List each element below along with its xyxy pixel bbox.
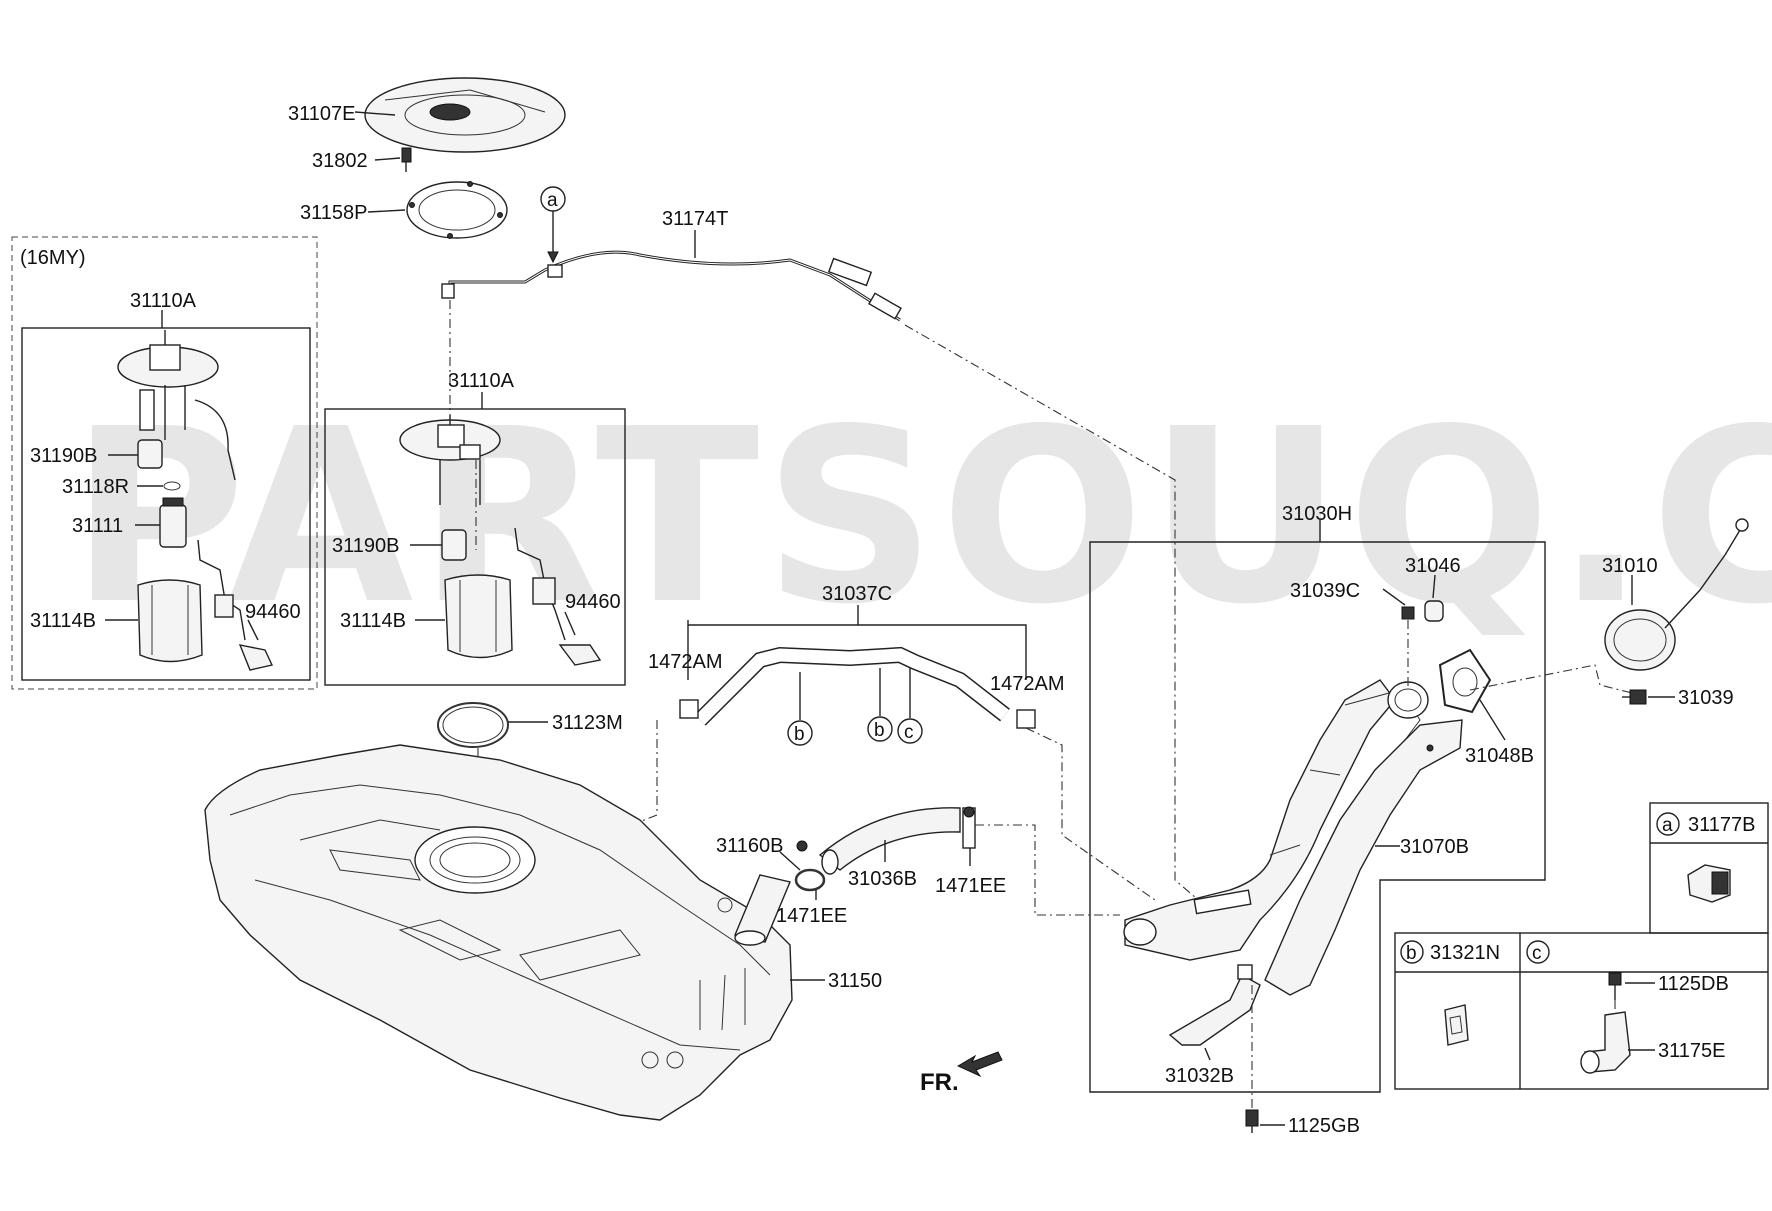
svg-text:c: c (1532, 943, 1542, 964)
label-1472AM-left: 1472AM (648, 651, 723, 673)
assembly-31110A-box (324, 408, 626, 686)
part-1471EE-left-clamp (794, 840, 826, 892)
label-31048B: 31048B (1465, 745, 1534, 767)
label-94460-right: 94460 (565, 591, 621, 613)
label-31111: 31111 (72, 515, 123, 537)
part-31321N-clip (1444, 1004, 1469, 1046)
callout-a-top: a (540, 186, 566, 264)
callout-c1: c (897, 668, 923, 744)
part-31039-screw (1622, 689, 1647, 705)
part-94460-left-sender (197, 539, 274, 671)
part-31175E-bracket (1580, 1011, 1631, 1074)
label-31123M: 31123M (552, 712, 623, 734)
label-31114B-left: 31114B (30, 610, 96, 632)
part-31802-bolt (401, 147, 412, 172)
part-31190B-left (137, 439, 163, 469)
label-31190B-left: 31190B (30, 445, 97, 467)
part-31030H-filler-neck (1123, 679, 1429, 961)
label-31160B: 31160B (716, 835, 783, 857)
label-31177B: 31177B (1688, 814, 1755, 836)
label-16MY: (16MY) (20, 247, 86, 269)
part-31048B-gasket (1438, 648, 1492, 714)
part-31158P-plate (406, 181, 508, 239)
part-1125GB-bolt (1245, 985, 1259, 1133)
label-31037C: 31037C (822, 583, 892, 605)
part-31160B-pipe (734, 874, 791, 946)
part-31110A-left-pump-module (117, 330, 236, 481)
label-1471EE-left: 1471EE (776, 905, 847, 927)
label-31150: 31150 (828, 970, 882, 992)
callout-b1: b (787, 672, 813, 746)
part-31107E-cover (364, 77, 566, 153)
part-31114B-left-reservoir (137, 579, 203, 663)
part-1472AM-left-clamp (679, 699, 699, 719)
label-31174T: 31174T (662, 208, 728, 230)
label-31010: 31010 (1602, 555, 1658, 577)
part-31177B-clip (1687, 864, 1731, 903)
part-31111-fuel-pump (159, 497, 187, 548)
svg-text:b: b (1406, 943, 1417, 964)
part-31070B-bracket (1264, 719, 1463, 996)
part-31123M-oring (437, 702, 509, 748)
part-31174T-fuel-line (441, 250, 902, 322)
label-31190B-right: 31190B (332, 535, 399, 557)
svg-text:a: a (1662, 815, 1673, 836)
label-31802: 31802 (312, 150, 368, 172)
label-94460-left: 94460 (245, 601, 301, 623)
label-31321N: 31321N (1430, 942, 1500, 964)
label-31110A-left: 31110A (130, 290, 197, 312)
legend-bc-box: b 31321N c 1125DB 31175E (1394, 932, 1769, 1090)
part-31036B-hose (818, 807, 961, 875)
part-31032B-bracket (1168, 964, 1261, 1046)
part-31190B-right (441, 529, 467, 561)
label-1472AM-right: 1472AM (990, 673, 1065, 695)
svg-text:c: c (904, 722, 914, 743)
label-31118R: 31118R (62, 476, 129, 498)
part-31037C-vent-hose (694, 646, 1010, 726)
svg-text:a: a (547, 190, 558, 211)
label-31046: 31046 (1405, 555, 1461, 577)
label-31039C: 31039C (1290, 580, 1360, 602)
label-1471EE-right: 1471EE (935, 875, 1006, 897)
label-31030H: 31030H (1282, 503, 1352, 525)
part-94460-right-sender (514, 527, 602, 666)
front-direction-label: FR. (920, 1069, 959, 1096)
label-31032B: 31032B (1165, 1065, 1234, 1087)
watermark: PARTSOUQ.COM (70, 377, 1772, 657)
label-31036B: 31036B (848, 868, 917, 890)
part-31118R-oring (163, 481, 181, 491)
label-31107E: 31107E (288, 103, 355, 125)
legend-a-box: a 31177B (1649, 802, 1769, 934)
label-31158P: 31158P (300, 202, 367, 224)
label-1125DB: 1125DB (1658, 973, 1729, 995)
part-1125DB-bolt (1608, 972, 1622, 1015)
label-1125GB: 1125GB (1288, 1115, 1360, 1137)
svg-text:b: b (874, 720, 885, 741)
label-31114B-right: 31114B (340, 610, 406, 632)
label-31039: 31039 (1678, 687, 1734, 709)
label-31175E: 31175E (1658, 1040, 1725, 1062)
part-31150-fuel-tank (204, 744, 793, 1121)
part-31114B-right-reservoir (444, 574, 513, 659)
svg-text:b: b (794, 724, 805, 745)
assembly-31030H-box (1089, 541, 1546, 1093)
part-31039C-screw (1401, 606, 1415, 620)
label-31070B: 31070B (1400, 836, 1469, 858)
part-31110A-right-pump-module (399, 415, 501, 505)
part-1472AM-right-clamp (1016, 709, 1036, 729)
callout-b2: b (867, 668, 893, 742)
variant-16MY-box (11, 236, 318, 690)
front-direction-arrow-icon (956, 1051, 1003, 1078)
part-31010-fuel-cap (1604, 518, 1749, 671)
part-1471EE-right-clamp (962, 806, 976, 849)
part-31046-cap (1424, 600, 1444, 622)
label-31110A-right: 31110A (448, 370, 515, 392)
